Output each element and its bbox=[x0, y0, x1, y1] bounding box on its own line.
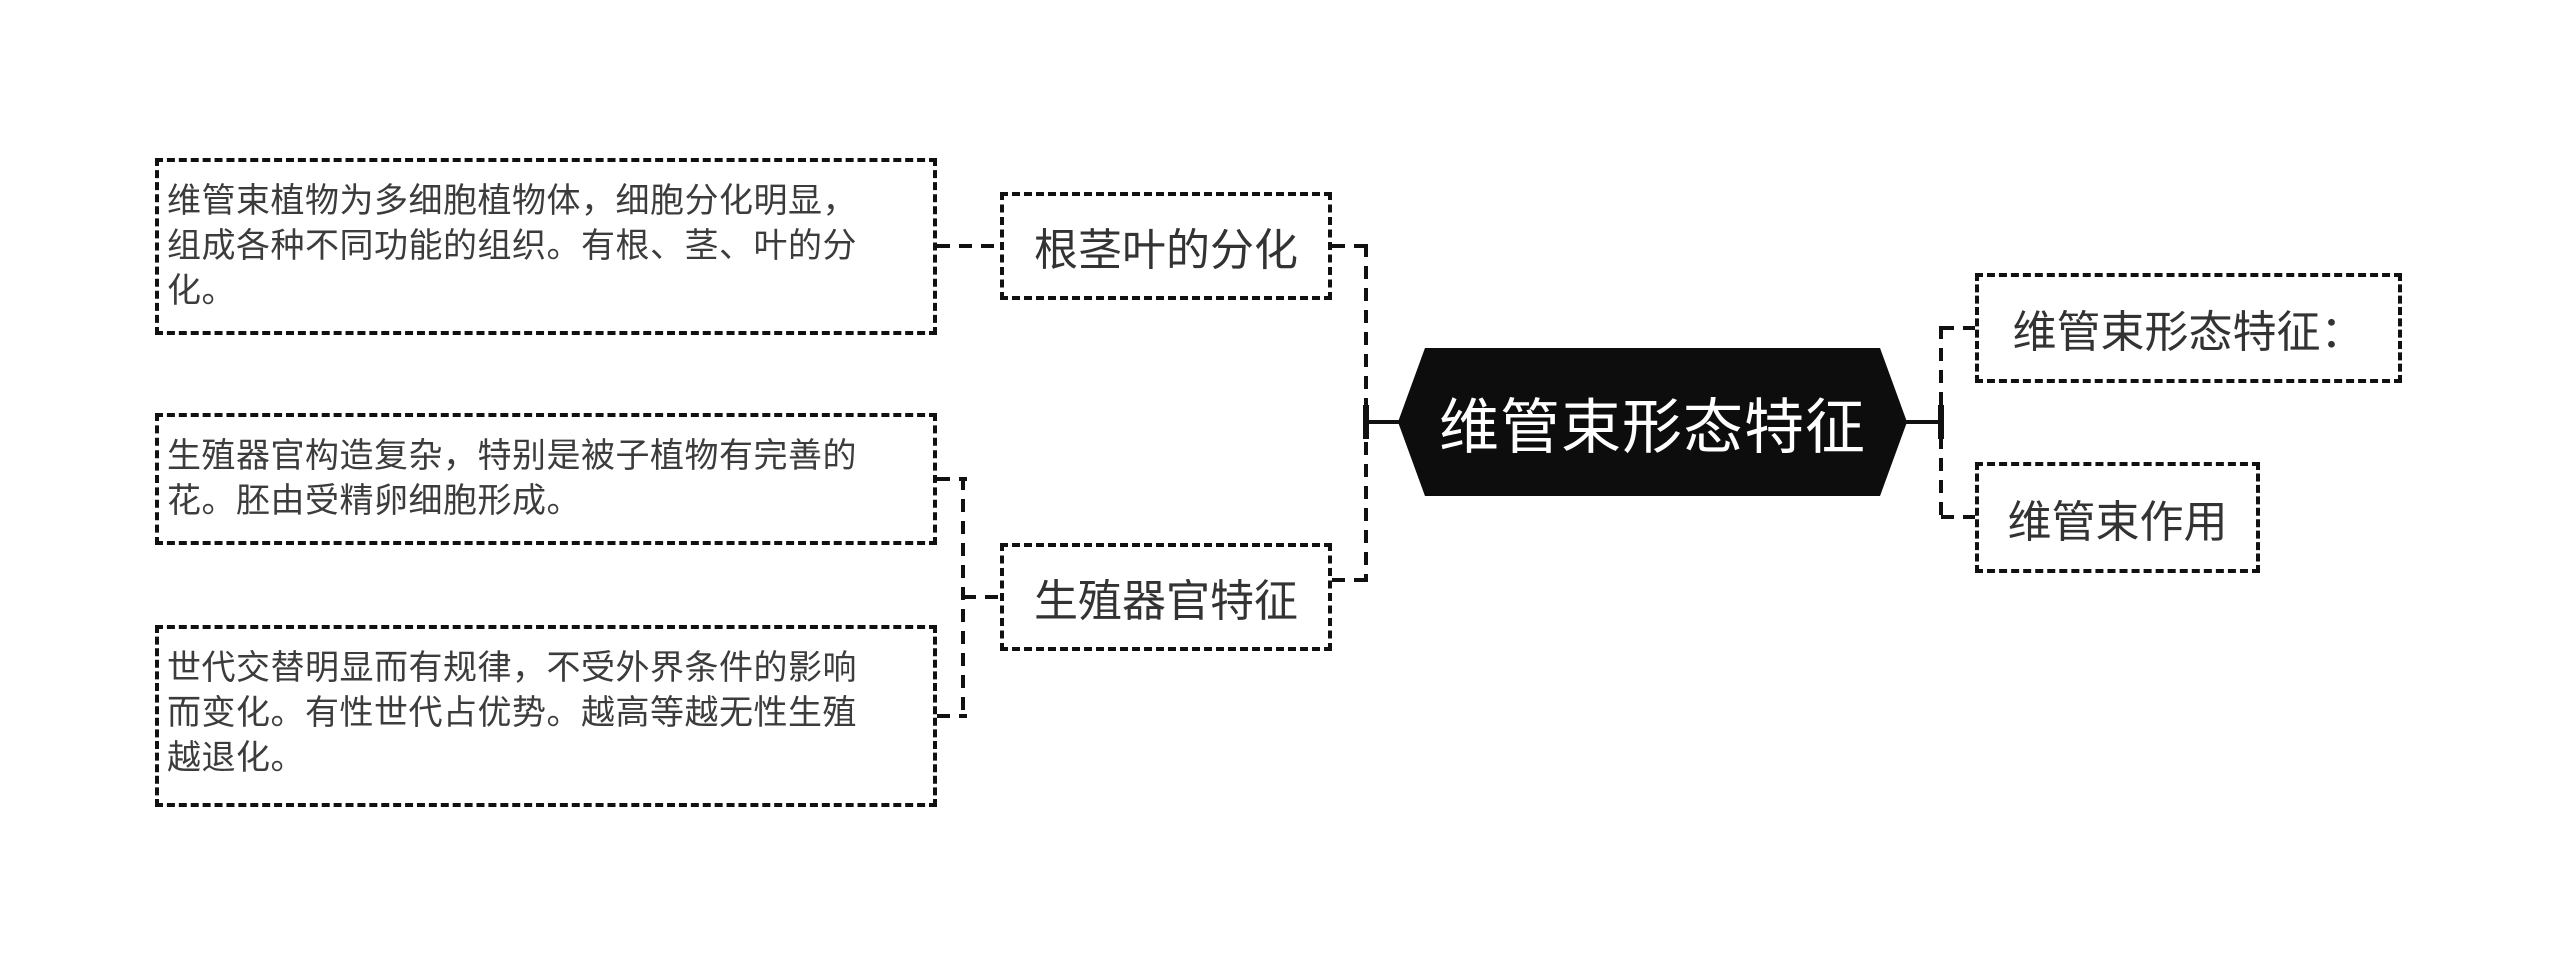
connector-node2-to-trunk bbox=[1332, 578, 1370, 582]
connector-right-root-link bbox=[1905, 420, 1941, 424]
node-label: 维管束形态特征： bbox=[2012, 308, 2365, 357]
connector-detail2-stub bbox=[937, 477, 967, 481]
connector-right-trunk-riser bbox=[1939, 326, 1943, 519]
connector-detail1-to-node1 bbox=[937, 244, 1000, 248]
root-node-vascular-bundle-morphology[interactable]: 维管束形态特征 bbox=[1398, 348, 1907, 496]
node-root-stem-leaf-differentiation[interactable]: 根茎叶的分化 bbox=[1000, 192, 1332, 300]
connector-left-root-link bbox=[1365, 420, 1399, 424]
detail-box-reproductive-organs[interactable]: 生殖器官构造复杂，特别是被子植物有完善的 花。胚由受精卵细胞形成。 bbox=[155, 413, 937, 545]
connector-detail3-stub bbox=[937, 714, 967, 718]
node-vascular-bundle-morphology-colon[interactable]: 维管束形态特征： bbox=[1975, 273, 2402, 383]
connector-trunk-to-rnode2 bbox=[1941, 515, 1975, 519]
connector-riser-to-node2 bbox=[963, 595, 1000, 599]
detail-box-root-stem-leaf[interactable]: 维管束植物为多细胞植物体，细胞分化明显， 组成各种不同功能的组织。有根、茎、叶的… bbox=[155, 158, 937, 335]
connector-node1-to-trunk bbox=[1332, 244, 1370, 248]
node-vascular-bundle-function[interactable]: 维管束作用 bbox=[1975, 462, 2260, 573]
detail-box-alternation-of-generations[interactable]: 世代交替明显而有规律，不受外界条件的影响 而变化。有性世代占优势。越高等越无性生… bbox=[155, 625, 937, 807]
node-reproductive-organ-features[interactable]: 生殖器官特征 bbox=[1000, 543, 1332, 651]
connector-trunk-to-rnode1 bbox=[1941, 326, 1975, 330]
node-label: 维管束作用 bbox=[2007, 497, 2228, 547]
node-label: 生殖器官特征 bbox=[1034, 577, 1298, 626]
node-label: 根茎叶的分化 bbox=[1034, 226, 1298, 275]
root-node-label: 维管束形态特征 bbox=[1439, 393, 1866, 461]
